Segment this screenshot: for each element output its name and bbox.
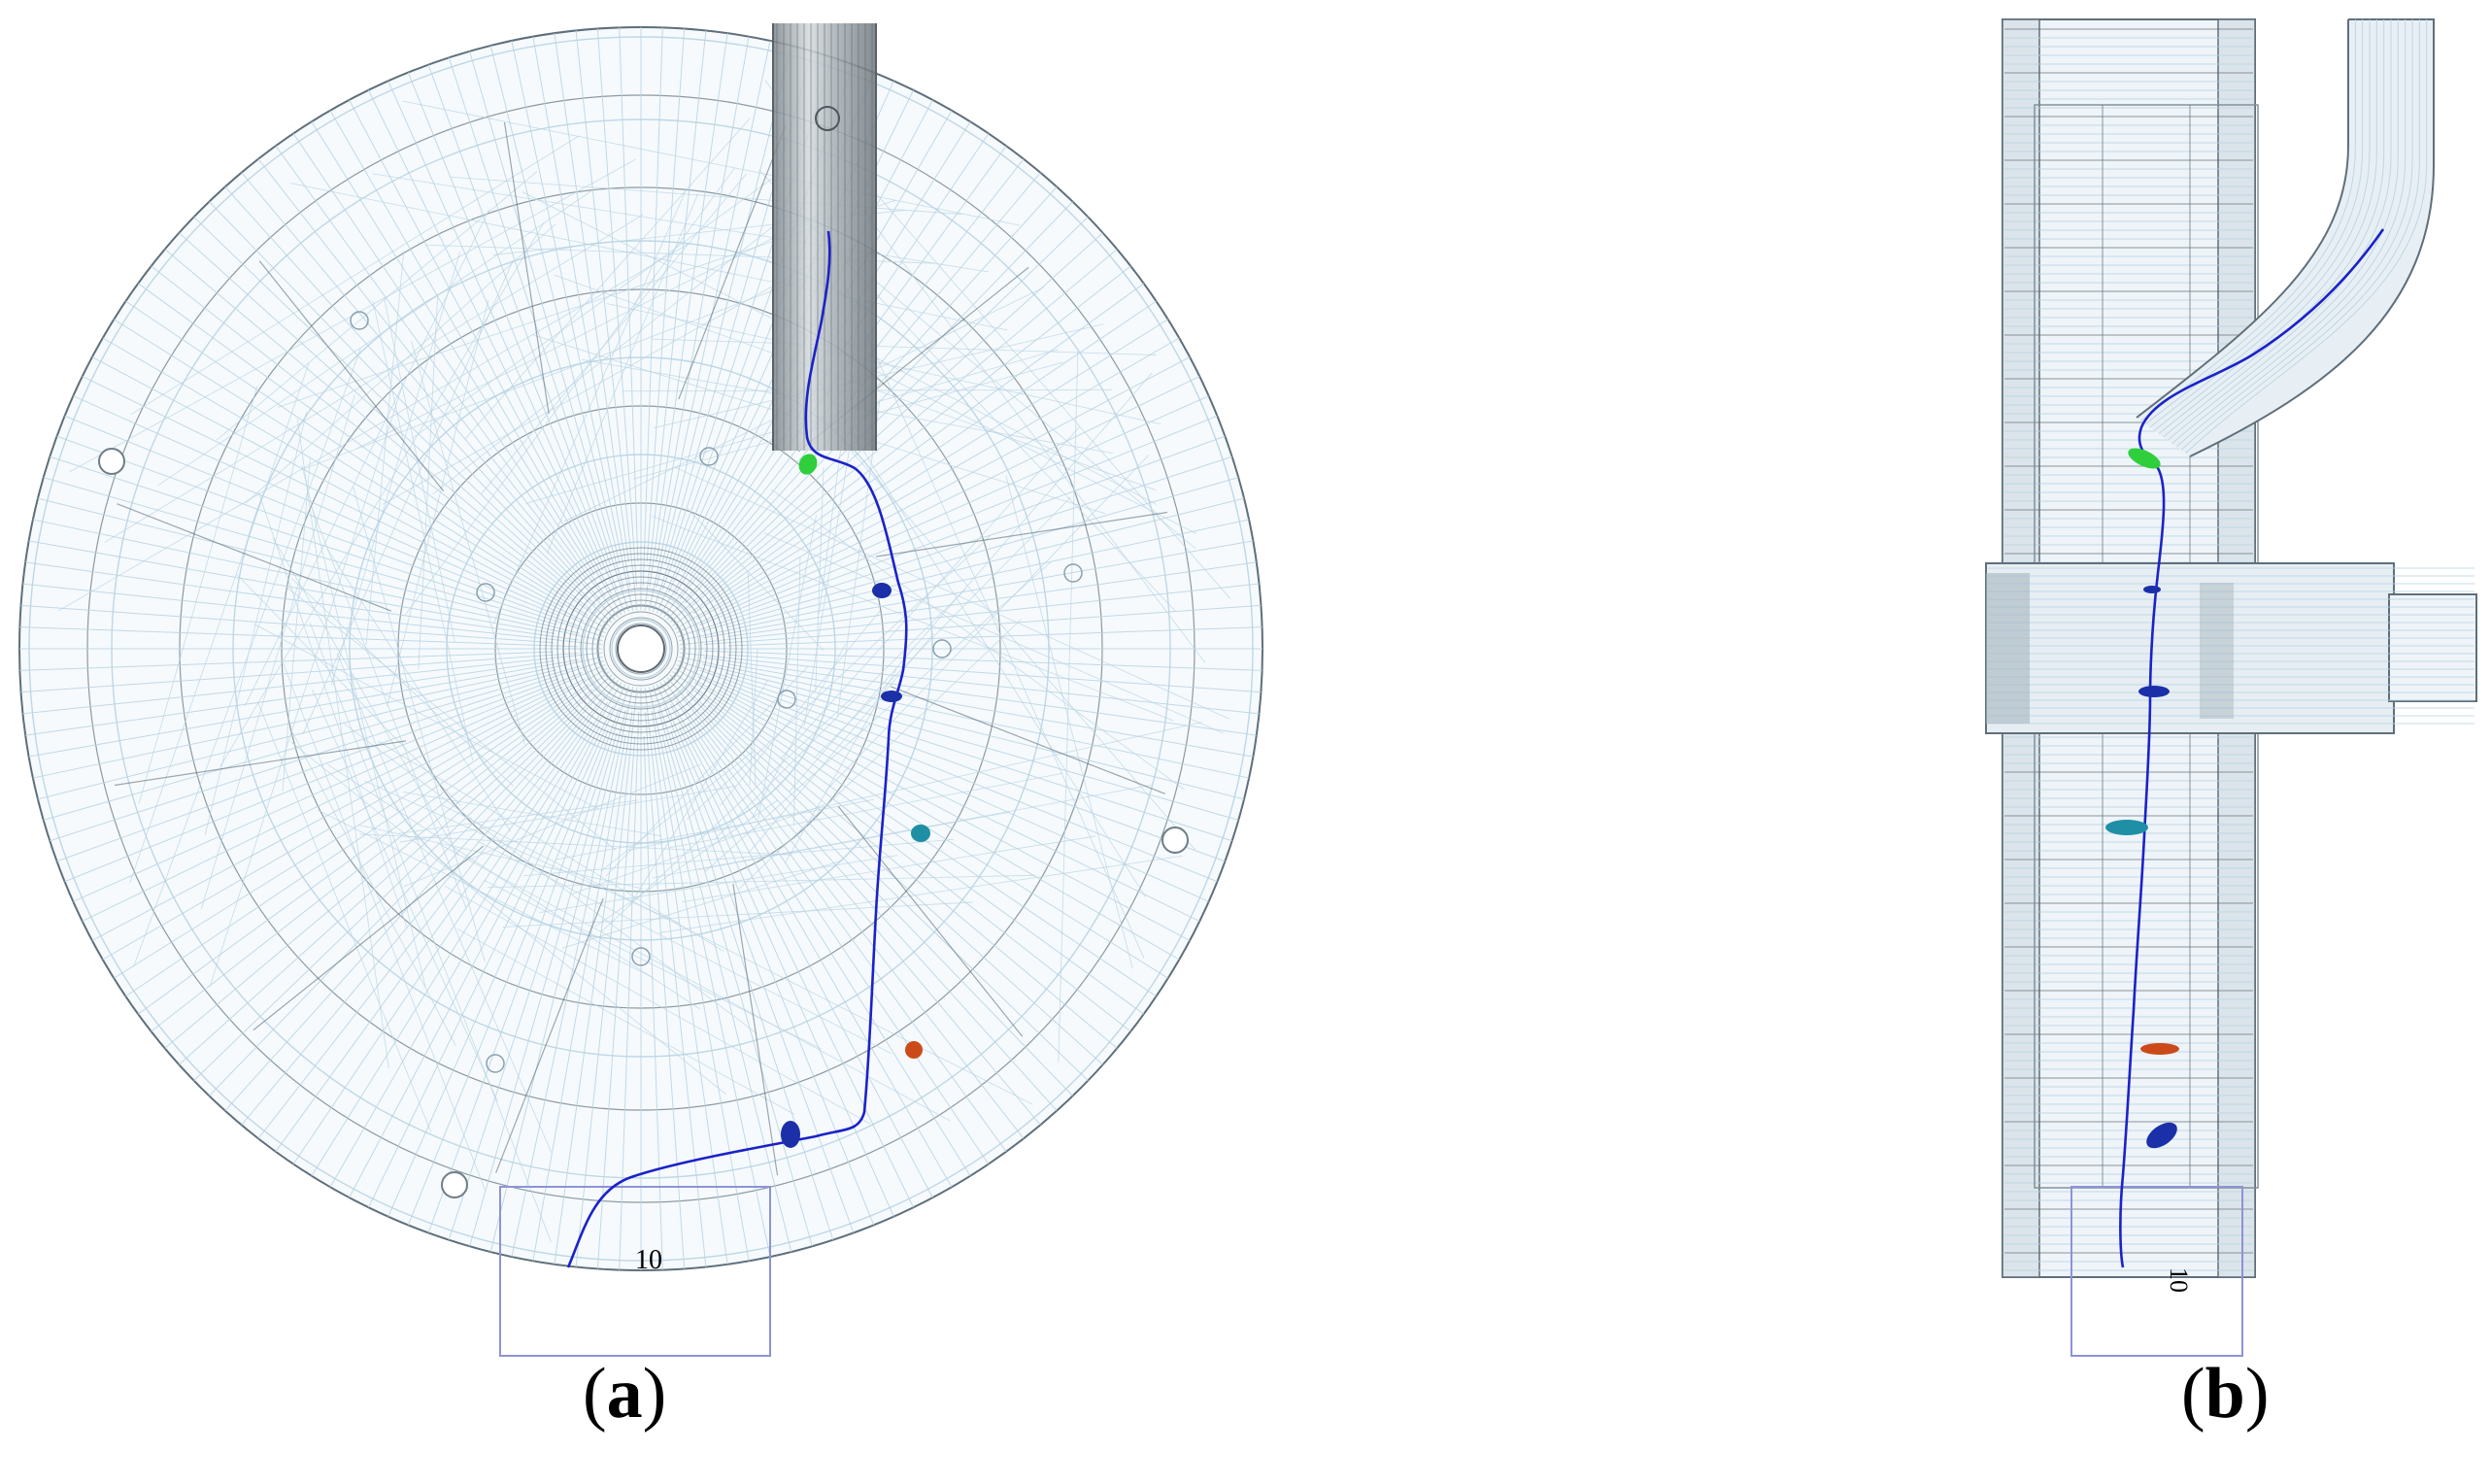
outlet-box xyxy=(2070,1186,2243,1357)
particle-navy-3 xyxy=(2146,1122,2177,1149)
caption-a: (a) xyxy=(583,1354,667,1433)
particle-teal xyxy=(2105,820,2148,835)
particle-orange xyxy=(2140,1043,2179,1055)
wireframe-mesh-side xyxy=(1985,18,2477,1278)
particle-navy-2 xyxy=(881,691,902,702)
particle-trajectory-line xyxy=(566,230,908,1268)
wireframe-mesh-disc xyxy=(18,26,1263,1271)
particle-green xyxy=(2128,448,2161,469)
particle-navy-1 xyxy=(872,583,892,598)
particle-teal xyxy=(911,825,930,842)
caption-b: (b) xyxy=(2181,1354,2270,1433)
particle-orange xyxy=(905,1041,923,1059)
outlet-box-label-rotated: 10 xyxy=(2165,1267,2193,1293)
outlet-box xyxy=(499,1186,771,1357)
particle-navy-2 xyxy=(2138,686,2170,697)
panel-b-side-view: 10 xyxy=(1985,18,2477,1357)
inlet-pipe xyxy=(772,23,877,451)
particle-trajectory-line xyxy=(2119,228,2385,1268)
particle-navy-3 xyxy=(781,1121,800,1148)
outlet-box-label: 10 xyxy=(635,1245,662,1275)
panel-a-top-view: 10 xyxy=(18,23,1263,1357)
particle-green xyxy=(798,454,818,475)
particle-navy-1 xyxy=(2143,586,2161,593)
